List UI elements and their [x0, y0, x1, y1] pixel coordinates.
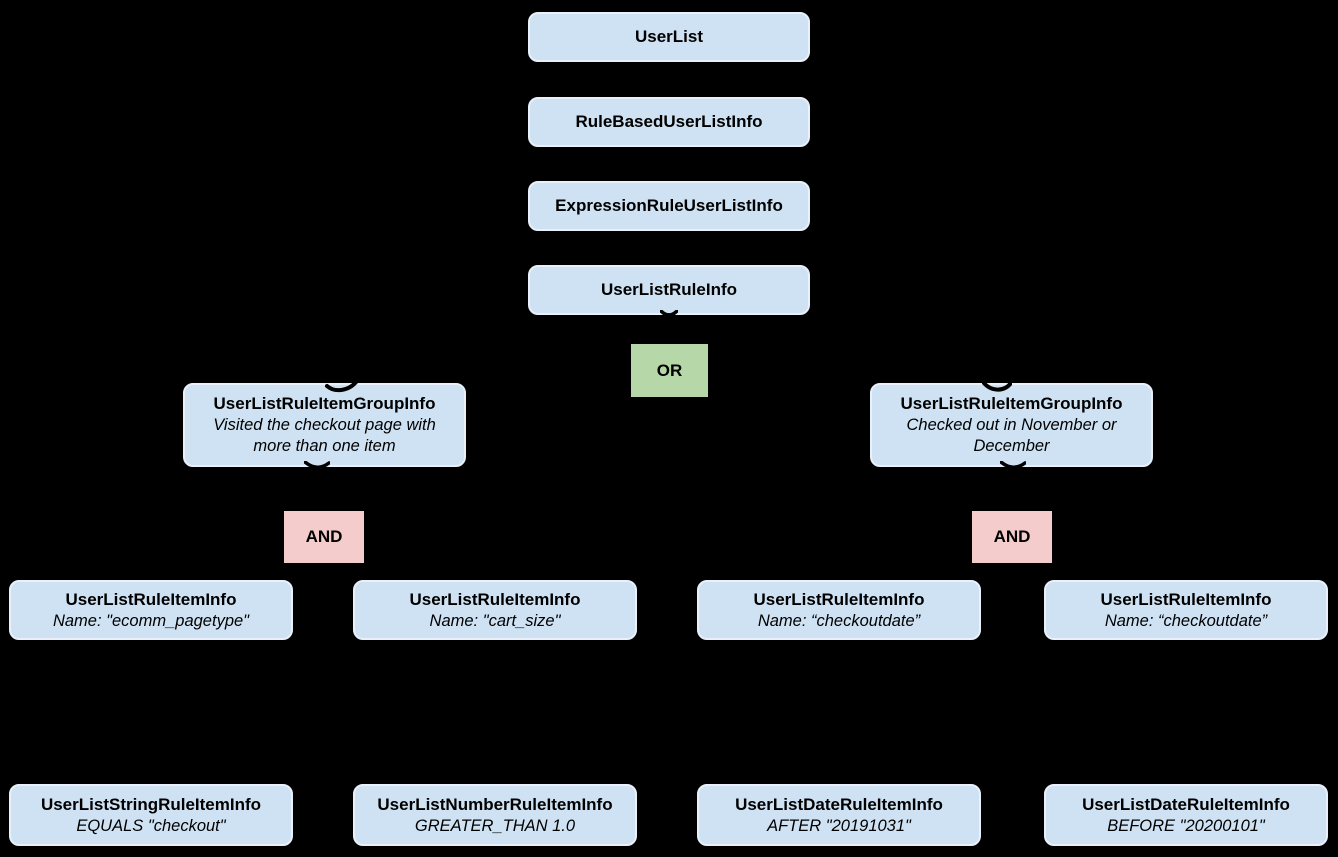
node-title: UserListRuleItemInfo [753, 589, 925, 609]
node-rule-item-group-right: UserListRuleItemGroupInfo Checked out in… [870, 380, 1153, 469]
node-subtitle: Name: “checkoutdate” [1104, 611, 1268, 630]
node-description: Checked out in November or December [906, 416, 1117, 455]
node-rulebaseduserlistinfo: RuleBasedUserListInfo [528, 97, 810, 147]
node-rule-item-group-left: UserListRuleItemGroupInfo Visited the ch… [183, 380, 466, 469]
node-date-rule-item-before: UserListDateRuleItemInfo BEFORE "2020010… [1044, 784, 1328, 846]
node-string-rule-item: UserListStringRuleItemInfo EQUALS "check… [9, 784, 293, 846]
node-rule-item-checkoutdate-2: UserListRuleItemInfo Name: “checkoutdate… [1044, 580, 1328, 640]
node-title: UserListRuleItemGroupInfo [213, 394, 436, 413]
node-subtitle: Name: “checkoutdate” [757, 611, 921, 630]
node-title: UserListRuleItemGroupInfo [900, 394, 1123, 413]
node-title: UserListRuleItemInfo [409, 589, 581, 609]
node-title: UserListDateRuleItemInfo [1082, 794, 1290, 814]
and-label: AND [305, 527, 343, 546]
node-title: UserListNumberRuleItemInfo [377, 794, 613, 814]
and-operator-left: AND [284, 511, 364, 563]
node-title: ExpressionRuleUserListInfo [555, 196, 783, 215]
node-title: UserListDateRuleItemInfo [735, 794, 943, 814]
node-rule-item-cart-size: UserListRuleItemInfo Name: "cart_size" [353, 580, 637, 640]
node-number-rule-item: UserListNumberRuleItemInfo GREATER_THAN … [353, 784, 637, 846]
node-userlistruleinfo: UserListRuleInfo [528, 265, 810, 317]
arrow-artifact [1000, 461, 1026, 469]
node-subtitle: GREATER_THAN 1.0 [414, 816, 576, 835]
node-subtitle: AFTER "20191031" [767, 816, 911, 835]
node-date-rule-item-after: UserListDateRuleItemInfo AFTER "20191031… [697, 784, 981, 846]
and-operator-right: AND [972, 511, 1052, 563]
or-operator: OR [631, 344, 708, 397]
node-title: UserListRuleItemInfo [65, 589, 237, 609]
and-label: AND [993, 527, 1031, 546]
node-title: UserListRuleInfo [600, 280, 738, 299]
arrow-artifact [982, 380, 1012, 392]
arrow-artifact [325, 380, 359, 393]
arrow-artifact [304, 461, 330, 469]
node-title: RuleBasedUserListInfo [575, 112, 763, 131]
node-subtitle: BEFORE "20200101" [1107, 816, 1265, 835]
node-subtitle: Name: "ecomm_pagetype" [52, 611, 250, 630]
node-title: UserList [634, 27, 704, 46]
node-title: UserListStringRuleItemInfo [40, 794, 262, 814]
node-userlist: UserList [528, 12, 810, 62]
node-expressionruleuserlistinfo: ExpressionRuleUserListInfo [528, 181, 810, 231]
node-subtitle: EQUALS "checkout" [76, 816, 226, 835]
node-rule-item-checkoutdate-1: UserListRuleItemInfo Name: “checkoutdate… [697, 580, 981, 640]
node-title: UserListRuleItemInfo [1100, 589, 1272, 609]
node-rule-item-ecomm-pagetype: UserListRuleItemInfo Name: "ecomm_pagety… [9, 580, 293, 640]
arrow-artifact [660, 310, 678, 317]
or-label: OR [656, 360, 683, 380]
node-description: Visited the checkout page with more than… [213, 416, 436, 455]
node-subtitle: Name: "cart_size" [429, 611, 561, 630]
